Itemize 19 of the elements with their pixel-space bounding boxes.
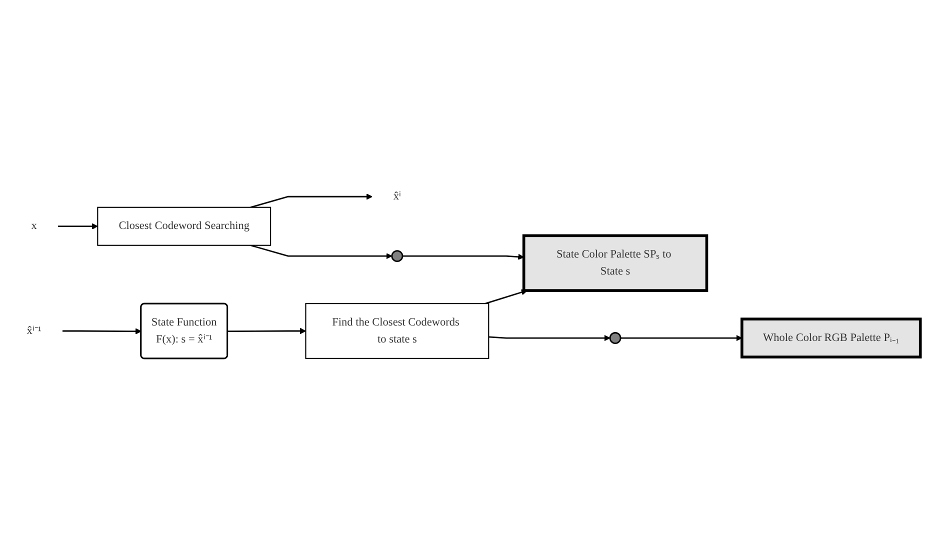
node-box	[522, 234, 708, 292]
arrow	[488, 334, 610, 342]
node-text: x̂ⁱ	[393, 190, 402, 202]
node-text: x	[31, 220, 37, 232]
arrow	[250, 194, 372, 208]
arrow	[250, 244, 392, 260]
arrow	[58, 223, 98, 230]
flowchart-drawing: x̂ⁱ⁻¹ State Function F(x): s = x̂ⁱ⁻¹ x Closest Codeword Searching x̂ⁱ Find the Closest Codewords to state s State Color Palette SPₛ to State s Whole Color RGB Palette Pᵢ₋₁	[0, 172, 926, 364]
node-circle	[391, 250, 404, 262]
node-box	[740, 318, 922, 358]
node-circle	[609, 332, 622, 344]
arrow	[228, 328, 306, 334]
node-text: x̂ⁱ⁻¹	[26, 324, 42, 337]
arrow	[402, 254, 524, 260]
arrow	[620, 334, 742, 342]
arrow	[485, 289, 528, 304]
node-box	[305, 303, 490, 359]
node-box	[97, 206, 272, 246]
arrow	[62, 328, 142, 334]
